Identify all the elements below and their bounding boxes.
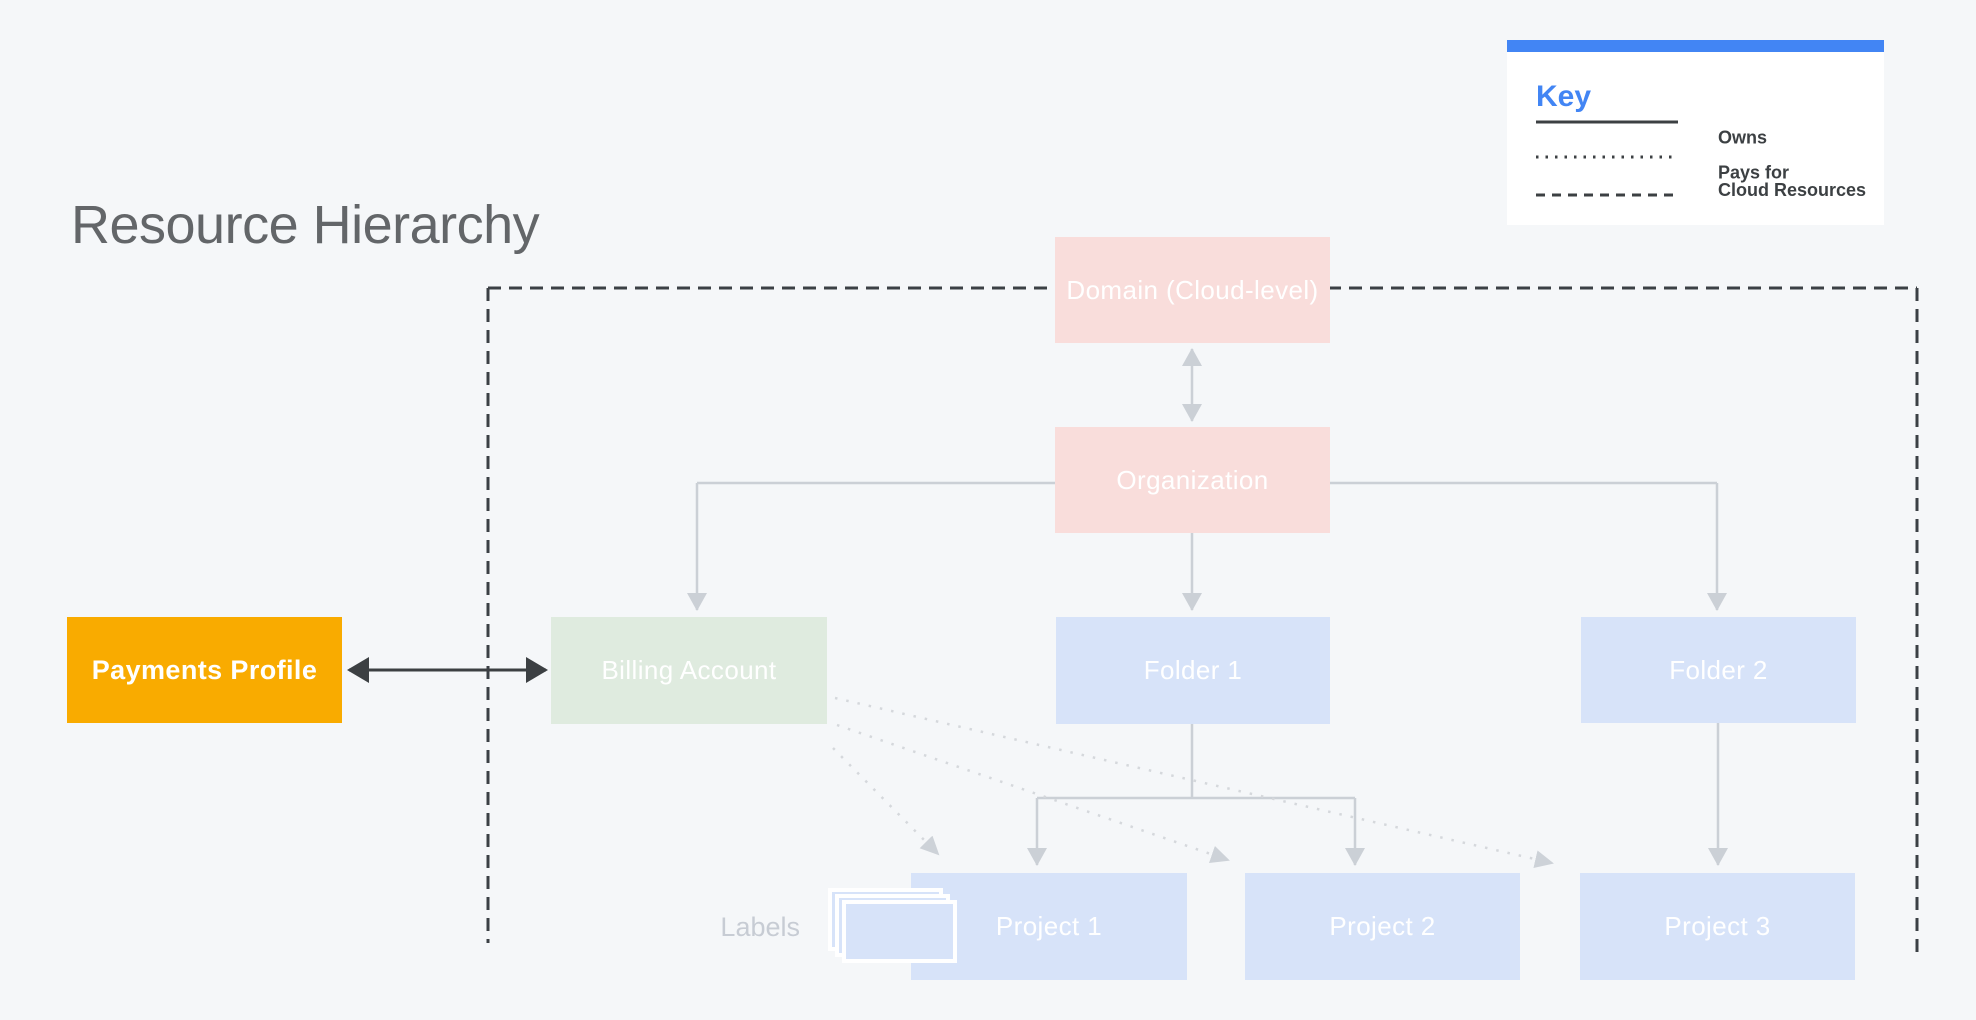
node-folder-1-label: Folder 1 — [1143, 655, 1243, 685]
node-billing-account-label: Billing Account — [601, 655, 777, 685]
node-folder-2: Folder 2 — [1581, 617, 1856, 723]
node-payments-profile: Payments Profile — [67, 617, 342, 723]
node-project-3-label: Project 3 — [1664, 911, 1771, 941]
legend-dashed-line-sample — [1536, 193, 1678, 197]
node-project-3: Project 3 — [1580, 873, 1855, 980]
pays-for-connectors — [832, 696, 1554, 868]
node-folder-2-label: Folder 2 — [1669, 654, 1768, 685]
node-organization: Organization — [1055, 427, 1330, 533]
node-project-2-label: Project 2 — [1329, 911, 1436, 941]
node-project-1: Project 1 — [911, 873, 1187, 980]
node-domain: Domain (Cloud-level) — [1055, 237, 1330, 343]
node-folder-1: Folder 1 — [1056, 617, 1330, 724]
legend-dotted-line-sample — [1536, 155, 1678, 159]
legend-panel: Key Owns Pays for Cloud Resources — [1507, 40, 1884, 225]
legend-accent-bar — [1507, 40, 1884, 52]
page-title: Resource Hierarchy — [71, 195, 540, 255]
node-organization-label: Organization — [1116, 464, 1269, 495]
legend-cloud-resources-label: Cloud Resources — [1718, 180, 1867, 200]
node-payments-profile-label: Payments Profile — [91, 654, 318, 685]
labels-cards-icon — [842, 900, 957, 963]
edge-billing-pays-project2 — [836, 723, 1230, 863]
node-billing-account: Billing Account — [551, 617, 827, 724]
legend-owns-label: Owns — [1718, 127, 1768, 148]
legend-pays-for-label: Pays for — [1718, 162, 1790, 183]
node-project-2: Project 2 — [1245, 873, 1520, 980]
node-domain-label: Domain (Cloud-level) — [1066, 274, 1319, 305]
node-project-1-label: Project 1 — [995, 911, 1103, 941]
labels-annotation: Labels — [720, 912, 800, 942]
legend-heading: Key — [1536, 80, 1592, 113]
legend-solid-line-sample — [1536, 120, 1678, 124]
edge-billing-pays-project1 — [832, 747, 940, 856]
